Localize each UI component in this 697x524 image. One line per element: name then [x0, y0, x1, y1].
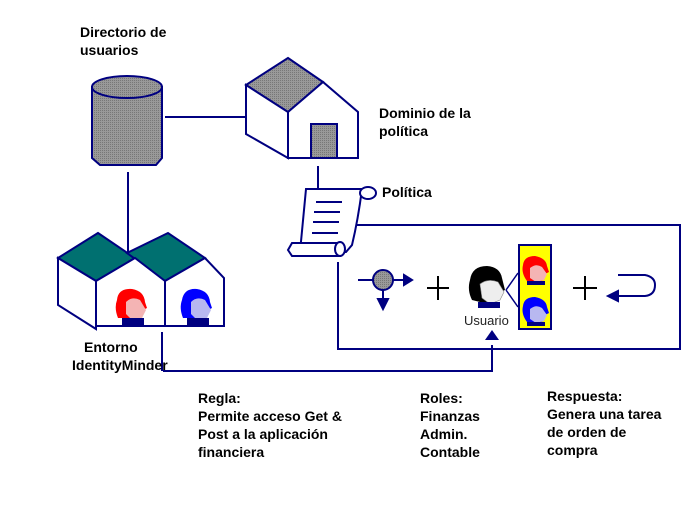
- environment-label: Entorno IdentityMinder: [72, 338, 168, 374]
- response-caption-title: Respuesta:: [547, 388, 623, 404]
- scroll-icon: [286, 186, 377, 257]
- user-red-icon: [115, 288, 147, 325]
- roles-caption-line-1: Finanzas: [420, 408, 480, 424]
- response-caption-line-3: compra: [547, 442, 598, 458]
- policy-label: Política: [382, 184, 432, 200]
- roles-strip: [518, 244, 552, 330]
- up-arrow-icon: [485, 330, 499, 340]
- user-directory-label-line-2: usuarios: [80, 42, 139, 58]
- policy-box: [337, 224, 681, 350]
- role-blue-icon: [522, 297, 549, 326]
- roles-caption: Roles: Finanzas Admin. Contable: [420, 389, 480, 461]
- plus-operator-1: [427, 276, 449, 300]
- user-directory-label-line-1: Directorio de: [80, 24, 167, 40]
- policy-domain-label: Dominio de la política: [379, 104, 471, 140]
- policy-domain-label-line-2: política: [379, 123, 429, 139]
- environment-label-line-1: Entorno: [84, 339, 138, 355]
- rule-caption: Regla: Permite acceso Get & Post a la ap…: [198, 389, 342, 461]
- rule-node-icon: [358, 269, 414, 312]
- rule-caption-line-2: Post a la aplicación: [198, 426, 328, 442]
- user-directory-label: Directorio de usuarios: [80, 23, 166, 59]
- user-blue-icon: [180, 288, 212, 325]
- database-cylinder-icon: [91, 75, 163, 166]
- plus-operator-2: [573, 276, 597, 300]
- rule-caption-line-1: Permite acceso Get &: [198, 408, 342, 424]
- environment-label-line-2: IdentityMinder: [72, 357, 168, 373]
- roles-caption-line-3: Contable: [420, 444, 480, 460]
- rule-caption-line-3: financiera: [198, 444, 265, 460]
- role-red-icon: [522, 256, 549, 285]
- user-label: Usuario: [464, 313, 509, 328]
- policy-domain-label-line-1: Dominio de la: [379, 105, 471, 121]
- roles-caption-title: Roles:: [420, 390, 463, 406]
- roles-caption-line-2: Admin.: [420, 426, 468, 442]
- user-icon: [468, 266, 519, 308]
- rule-caption-title: Regla:: [198, 390, 241, 406]
- house-icon: [244, 56, 359, 160]
- response-caption-line-1: Genera una tarea: [547, 406, 662, 422]
- return-arrow-icon: [605, 274, 657, 303]
- response-caption-line-2: de orden de: [547, 424, 627, 440]
- response-caption: Respuesta: Genera una tarea de orden de …: [547, 387, 661, 459]
